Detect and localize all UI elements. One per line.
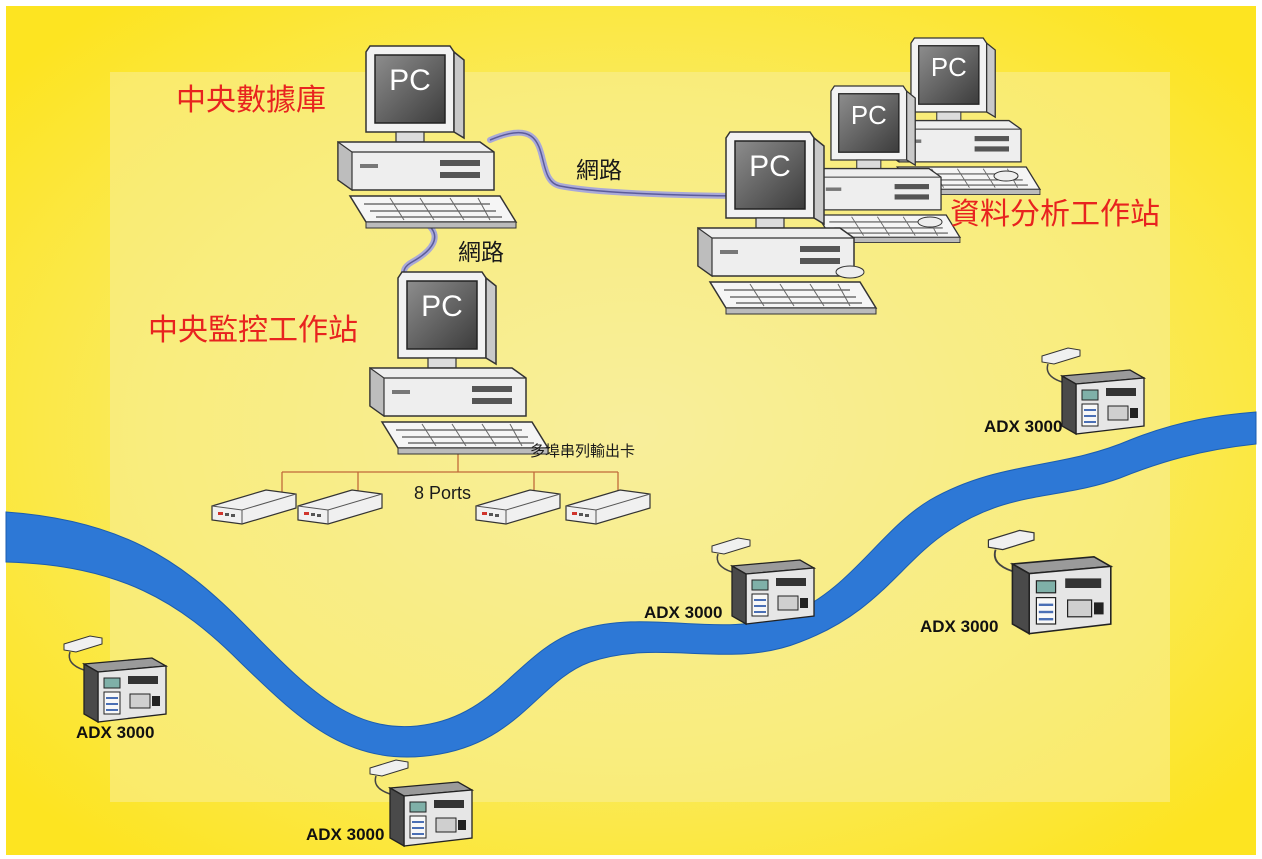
label-network-monitor: 網路	[458, 240, 504, 266]
label-serial-card: 多埠串列輸出卡	[530, 442, 636, 460]
label-ports: 8 Ports	[414, 483, 472, 503]
label-analysis-workstation: 資料分析工作站	[950, 197, 1160, 232]
serial-wiring	[281, 452, 619, 492]
adx-label-4: ADX 3000	[76, 723, 155, 742]
adx-label-5: ADX 3000	[306, 825, 385, 844]
adx-label-1: ADX 3000	[984, 417, 1063, 436]
label-central-monitor: 中央監控工作站	[148, 313, 358, 348]
adx-label-2: ADX 3000	[644, 603, 723, 622]
river	[5, 411, 1257, 758]
adx-label-3: ADX 3000	[920, 617, 999, 636]
label-network-analysis: 網路	[576, 158, 622, 184]
label-central-database: 中央數據庫	[176, 83, 326, 118]
